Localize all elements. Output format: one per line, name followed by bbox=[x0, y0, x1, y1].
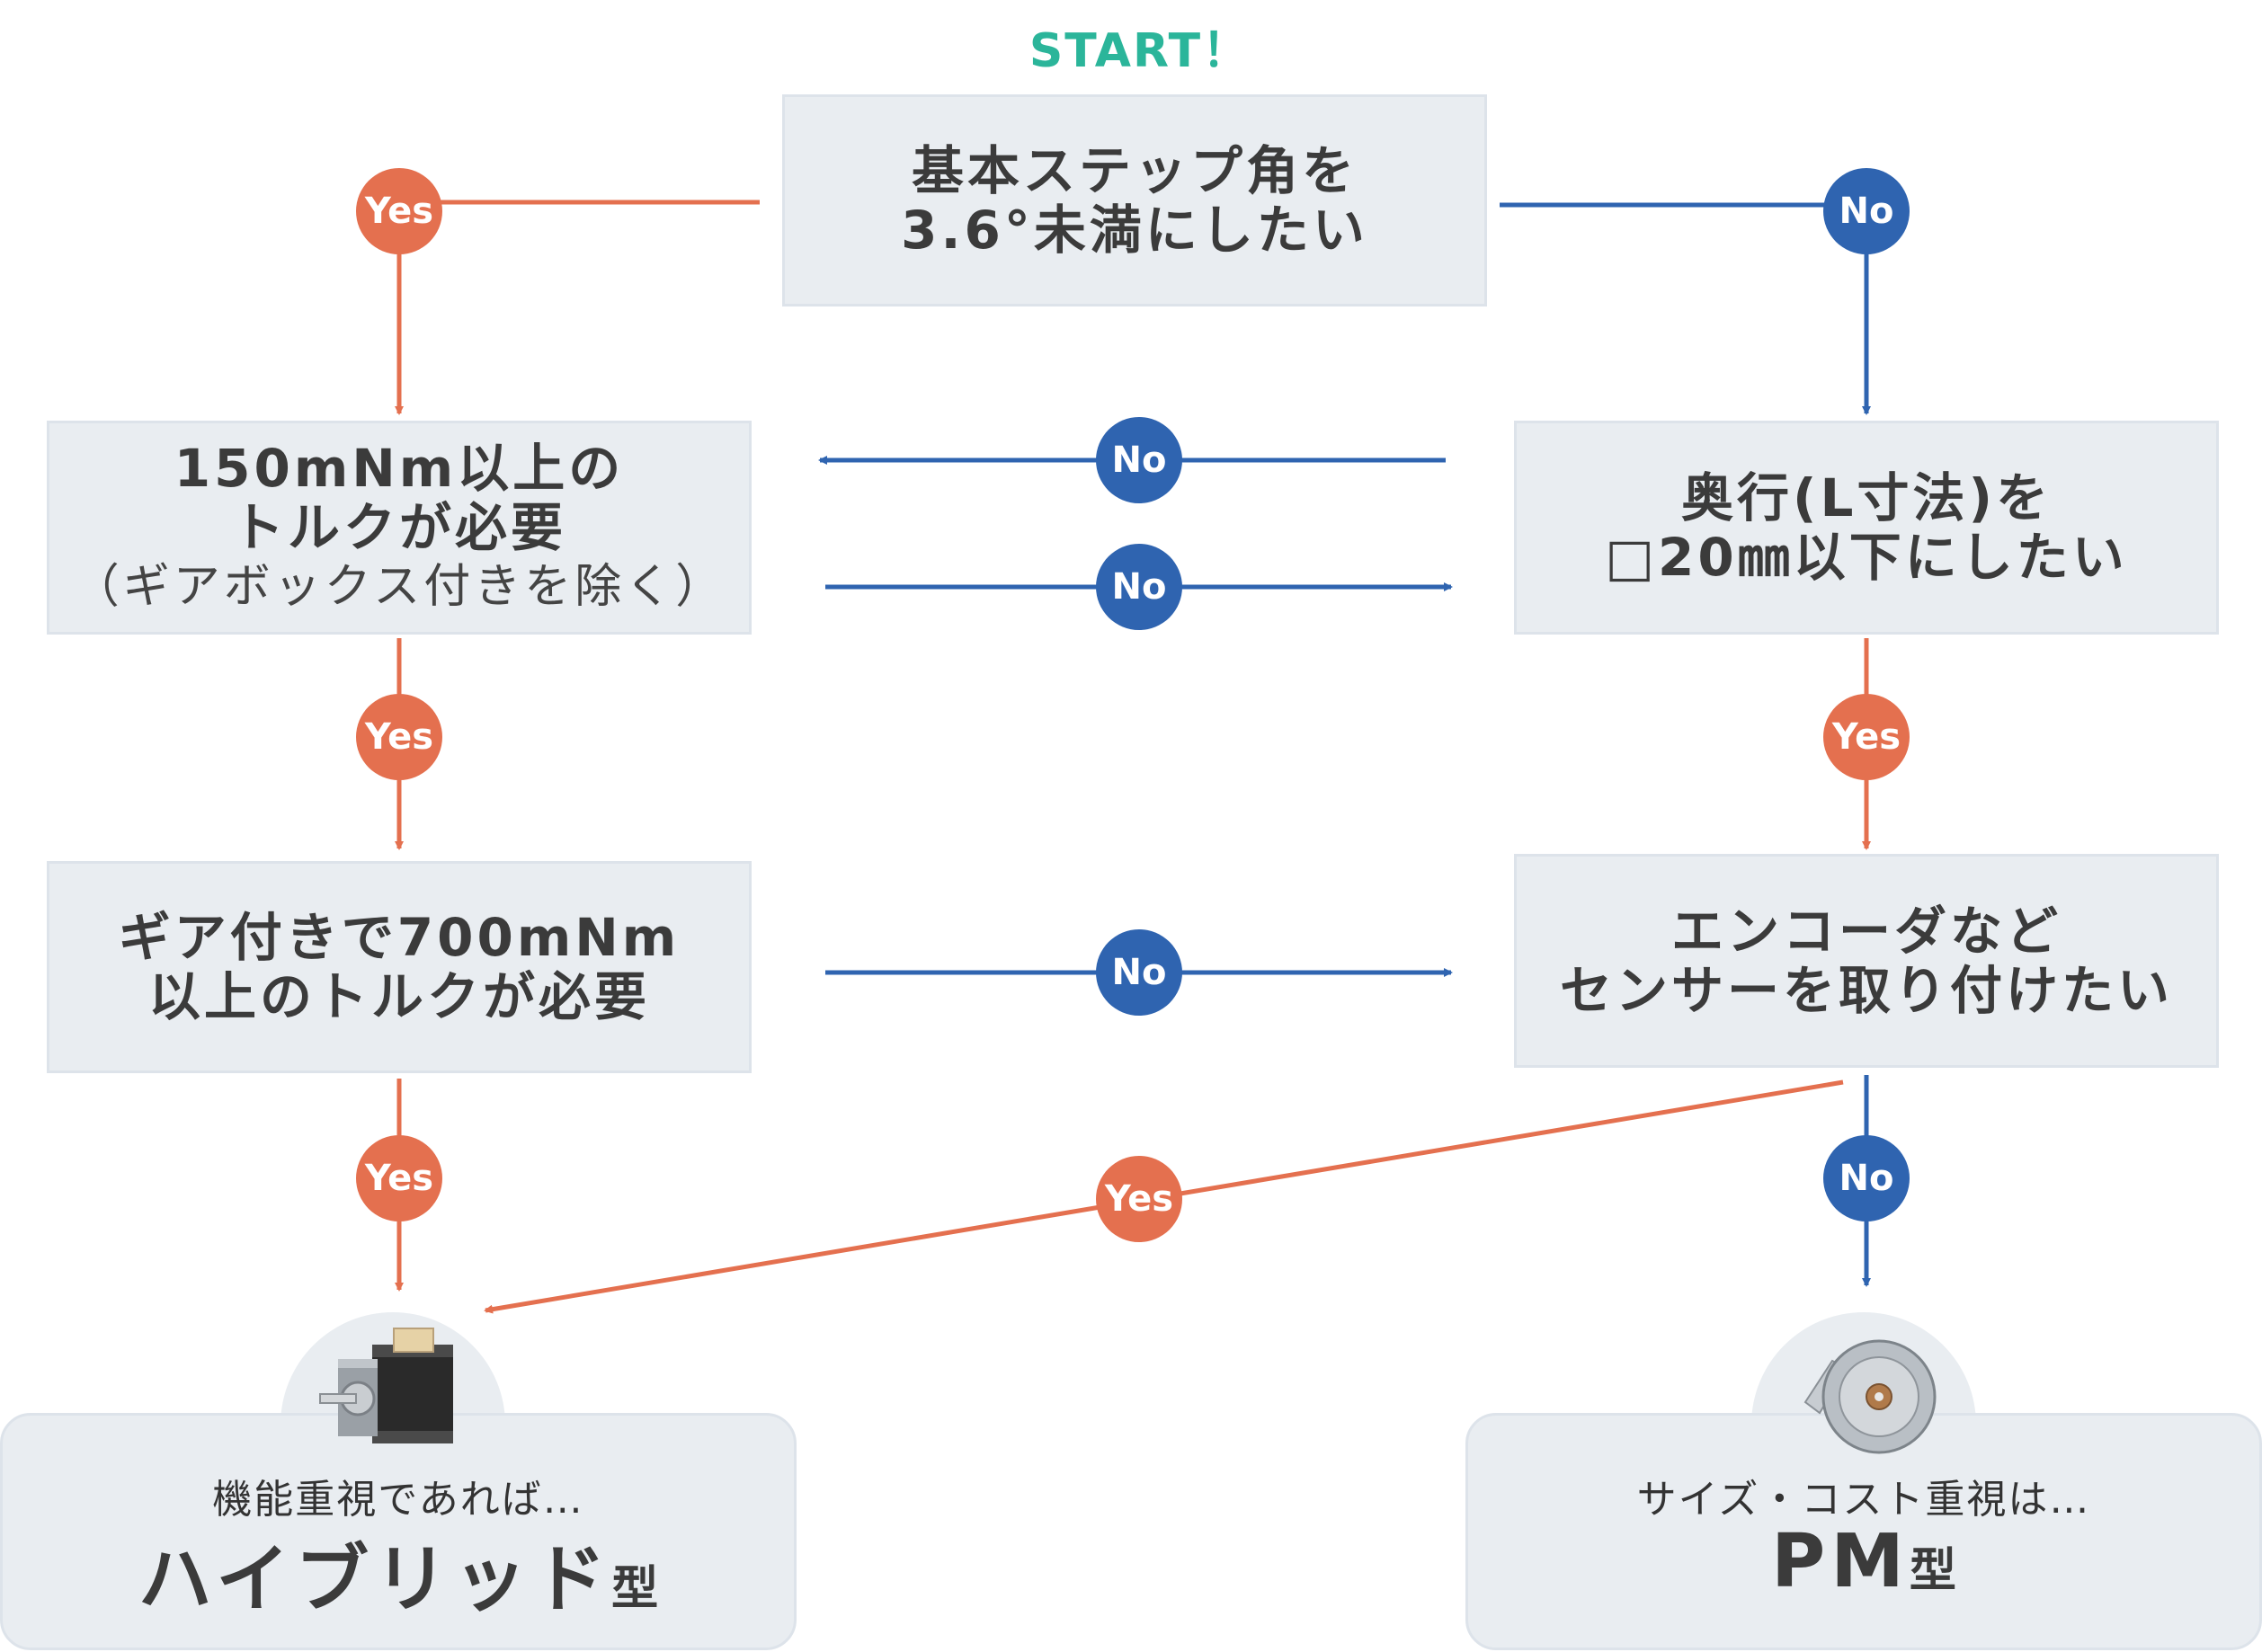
question-step-angle-line1: 基本ステップ角を bbox=[911, 140, 1358, 201]
q1-yes-badge: Yes bbox=[356, 168, 442, 254]
question-torque-150-line1: 150mNm以上の bbox=[174, 438, 625, 499]
question-sensor: エンコーダなど センサーを取り付けたい bbox=[1514, 854, 2219, 1068]
question-torque-150: 150mNm以上の トルクが必要 （ギアボックス付きを除く） bbox=[47, 421, 752, 635]
hybrid-result-name: ハイブリッド bbox=[138, 1537, 612, 1622]
pm-result-title: PM型 bbox=[1465, 1519, 2262, 1604]
hybrid-result-title: ハイブリッド型 bbox=[0, 1519, 797, 1626]
question-gear-torque-700-line2: 以上のトルクが必要 bbox=[147, 966, 650, 1027]
start-label: START！ bbox=[1029, 24, 1251, 78]
question-sensor-line2: センサーを取り付けたい bbox=[1559, 960, 2173, 1021]
question-step-angle: 基本ステップ角を 3.6°未満にしたい bbox=[782, 94, 1487, 306]
pm-result-suffix: 型 bbox=[1909, 1544, 1956, 1598]
q2-yes-badge: Yes bbox=[356, 694, 442, 780]
pm-result-card bbox=[1465, 1413, 2262, 1650]
question-depth: 奥行(L寸法)を □20㎜以下にしたい bbox=[1514, 421, 2219, 635]
q3-yes-badge: Yes bbox=[1823, 694, 1910, 780]
q3-no-badge: No bbox=[1096, 417, 1182, 503]
pm-stepper-motor-icon bbox=[1803, 1339, 1937, 1454]
q4-yes-badge: Yes bbox=[356, 1135, 442, 1221]
q5-yes-badge: Yes bbox=[1096, 1156, 1182, 1242]
hybrid-result-caption: 機能重視であれば… bbox=[212, 1477, 584, 1523]
question-gear-torque-700: ギア付きで700mNm 以上のトルクが必要 bbox=[47, 861, 752, 1073]
question-depth-line1: 奥行(L寸法)を bbox=[1681, 467, 2052, 528]
question-gear-torque-700-line1: ギア付きで700mNm bbox=[118, 907, 681, 968]
pm-result-name: PM bbox=[1771, 1519, 1910, 1604]
question-step-angle-line2: 3.6°未満にしたい bbox=[901, 200, 1368, 261]
q5-no-badge: No bbox=[1823, 1135, 1910, 1221]
question-torque-150-line2: トルクが必要 bbox=[231, 497, 566, 558]
pm-result-caption: サイズ・コスト重視は… bbox=[1636, 1477, 2091, 1523]
hybrid-stepper-motor-icon bbox=[319, 1328, 453, 1443]
question-torque-150-note: （ギアボックス付きを除く） bbox=[72, 560, 726, 614]
q2-no-badge: No bbox=[1096, 544, 1182, 630]
q4-no-badge: No bbox=[1096, 929, 1182, 1016]
question-depth-line2: □20㎜以下にしたい bbox=[1605, 527, 2128, 588]
q1-no-badge: No bbox=[1823, 168, 1910, 254]
question-sensor-line1: エンコーダなど bbox=[1670, 901, 2062, 962]
hybrid-result-suffix: 型 bbox=[611, 1562, 659, 1616]
